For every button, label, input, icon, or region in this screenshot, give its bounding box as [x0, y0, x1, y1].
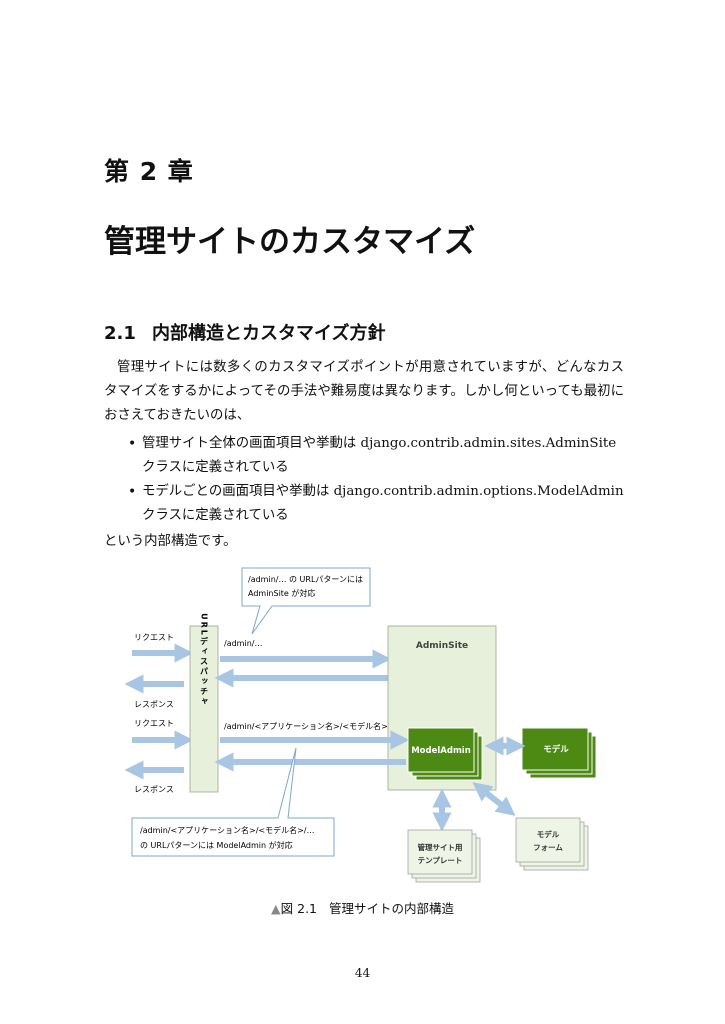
chapter-title: 管理サイトのカスタマイズ: [104, 224, 476, 260]
figure-caption: ▲図 2.1 管理サイトの内部構造: [0, 898, 725, 917]
section-title: 内部構造とカスタマイズ方針: [152, 323, 386, 344]
bullet-item: • モデルごとの画面項目や挙動は django.contrib.admin.opt…: [104, 480, 624, 528]
section-number: 2.1: [104, 323, 136, 344]
callout-top: /admin/… の URLパターンには AdminSite が対応: [241, 567, 371, 635]
bullet-text: モデルごとの画面項目や挙動は django.contrib.admin.opti…: [142, 484, 624, 523]
callout-bottom-line-2: の URLパターンには ModelAdmin が対応: [140, 840, 293, 850]
model-stack: モデル: [521, 727, 597, 779]
caption-number: 図 2.1: [280, 901, 318, 916]
bullet-list: • 管理サイト全体の画面項目や挙動は django.contrib.admin.s…: [104, 432, 624, 528]
bullet-icon: •: [128, 436, 137, 452]
callout-top-line-2: AdminSite が対応: [248, 588, 315, 598]
form-arrow: [472, 782, 516, 816]
path-label-2: /admin/<アプリケーション名>/<モデル名>/…: [224, 721, 399, 731]
caption-text: 管理サイトの内部構造: [328, 901, 454, 916]
response-label-2: レスポンス: [134, 785, 174, 794]
form-label-line-2: フォーム: [533, 843, 563, 852]
bullet-icon: •: [128, 484, 137, 500]
bullet-text: 管理サイト全体の画面項目や挙動は django.contrib.admin.si…: [142, 436, 617, 475]
model-label: モデル: [543, 744, 569, 755]
intro-paragraph: 管理サイトには数多くのカスタマイズポイントが用意されていますが、どんなカスタマイ…: [104, 360, 624, 423]
architecture-figure: /admin/… の URLパターンには AdminSite が対応 リクエスト…: [120, 560, 610, 894]
modeladmin-label: ModelAdmin: [411, 746, 471, 756]
triangle-icon: ▲: [271, 901, 281, 916]
request-label-1: リクエスト: [134, 633, 174, 642]
section-heading: 2.1 内部構造とカスタマイズ方針: [104, 319, 385, 345]
modeladmin-stack: ModelAdmin: [407, 727, 483, 781]
callout-bottom: /admin/<アプリケーション名>/<モデル名>/… の URLパターンには …: [131, 747, 335, 857]
chapter-label: 第 2 章: [104, 157, 194, 186]
template-stack: 管理サイト用 テンプレート: [407, 829, 481, 883]
url-dispatcher-box: [189, 625, 219, 793]
bullet-item: • 管理サイト全体の画面項目や挙動は django.contrib.admin.s…: [104, 432, 624, 480]
template-label-line-1: 管理サイト用: [418, 842, 463, 852]
response-label-1: レスポンス: [134, 700, 174, 709]
closing-paragraph: という内部構造です。: [104, 534, 237, 549]
architecture-diagram: /admin/… の URLパターンには AdminSite が対応 リクエスト…: [124, 567, 597, 883]
template-label-line-2: テンプレート: [418, 855, 463, 865]
form-label-line-1: モデル: [537, 829, 560, 839]
request-label-2: リクエスト: [134, 719, 174, 728]
adminsite-label: AdminSite: [416, 641, 468, 651]
form-stack: モデル フォーム: [515, 817, 589, 871]
callout-top-line-1: /admin/… の URLパターンには: [248, 575, 363, 584]
url-dispatcher-label: URLディスパッチャ: [200, 613, 209, 707]
path-label-1: /admin/…: [224, 639, 262, 648]
page-number: 44: [354, 966, 371, 980]
callout-bottom-line-1: /admin/<アプリケーション名>/<モデル名>/…: [140, 825, 315, 835]
